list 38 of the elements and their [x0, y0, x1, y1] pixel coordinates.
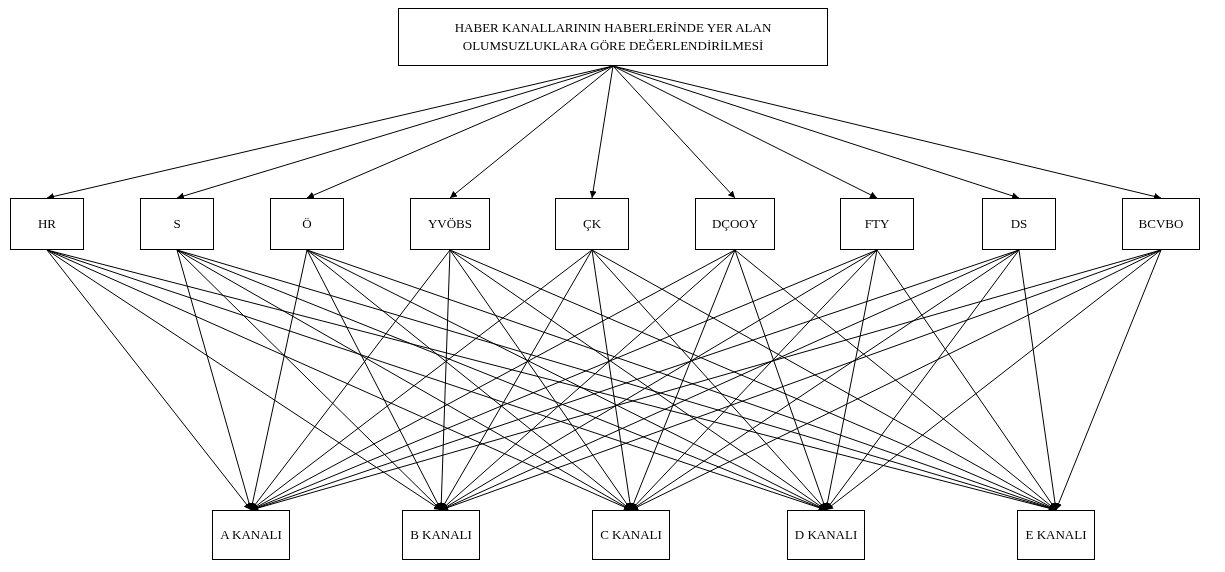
arrow: [591, 249, 634, 511]
criterion-box: Ö: [270, 198, 344, 250]
arrow: [1018, 249, 1059, 511]
criterion-box: HR: [10, 198, 84, 250]
criterion-box: DS: [982, 198, 1056, 250]
arrow: [449, 249, 632, 511]
arrow: [630, 249, 736, 511]
alternative-box: C KANALI: [592, 510, 670, 560]
goal-box: HABER KANALLARININ HABERLERİNDE YER ALAN OLUMSUZLUKLARA GÖRE DEĞERLENDİRİLMESİ: [398, 8, 828, 66]
arrow: [825, 249, 1162, 511]
alternative-box: B KANALI: [402, 510, 480, 560]
arrow: [876, 249, 1057, 511]
arrow: [734, 249, 827, 511]
criterion-box: ÇK: [555, 198, 629, 250]
criterion-box: YVÖBS: [410, 198, 490, 250]
arrow: [823, 249, 878, 511]
alternative-box: A KANALI: [212, 510, 290, 560]
alternative-box: D KANALI: [787, 510, 865, 560]
arrow: [612, 65, 736, 199]
criterion-box: DÇOOY: [695, 198, 775, 250]
arrow: [449, 65, 614, 199]
arrow: [306, 65, 614, 199]
arrow: [176, 249, 253, 511]
arrow: [440, 249, 593, 511]
arrow: [589, 65, 614, 199]
arrow: [612, 65, 878, 199]
criterion-box: FTY: [840, 198, 914, 250]
arrow: [437, 249, 451, 511]
alternative-box: E KANALI: [1017, 510, 1095, 560]
criterion-box: S: [140, 198, 214, 250]
arrow: [306, 249, 442, 511]
arrow: [630, 249, 878, 511]
arrow: [46, 249, 252, 511]
criterion-box: BCVBO: [1122, 198, 1200, 250]
arrow: [176, 65, 614, 200]
arrow: [1055, 249, 1162, 511]
arrow: [249, 249, 308, 511]
arrow: [825, 249, 1020, 511]
